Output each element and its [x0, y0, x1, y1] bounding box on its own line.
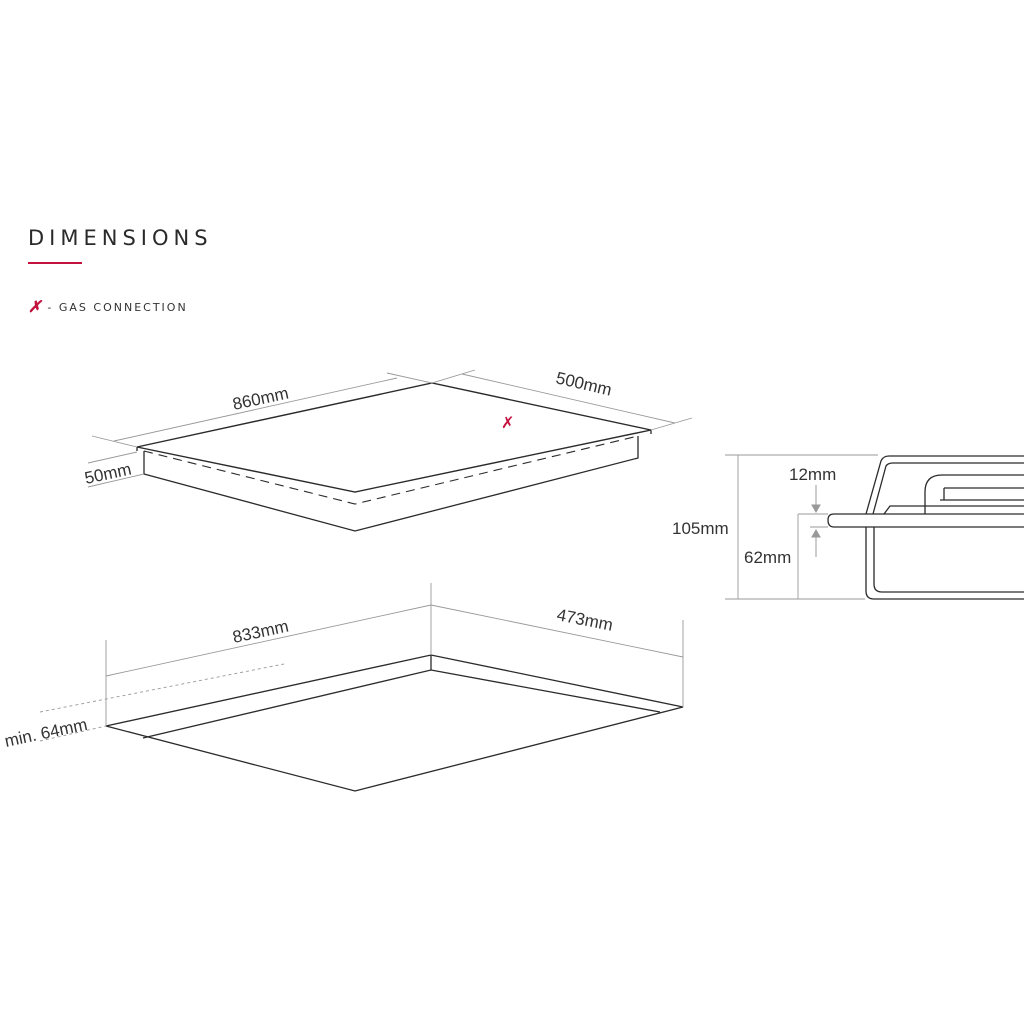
guide-860-ext-right [386, 372, 433, 384]
side-below-height-label: 62mm [744, 548, 791, 567]
guide-473 [430, 604, 684, 658]
guide-860 [113, 377, 398, 442]
guide-min64-top [39, 663, 285, 713]
burner-ring [940, 487, 1024, 501]
hob-drawing [136, 382, 652, 532]
guide-500-ext-right [650, 417, 693, 431]
pan-support [865, 455, 1024, 515]
cutout-depth-label: 473mm [555, 605, 614, 634]
gas-connection-icon: ✗ [28, 299, 42, 316]
hob-thickness-label: 50mm [83, 460, 133, 488]
hob-width-label: 860mm [231, 384, 290, 414]
cutout-top-face [105, 654, 684, 792]
guide-500 [461, 373, 676, 424]
hob-body-profile [865, 527, 1024, 600]
title-underline [28, 262, 82, 264]
cutout-min-depth-label: min. 64mm [3, 715, 89, 751]
guide-50-bottom [87, 473, 145, 488]
side-top-height-label: 12mm [789, 465, 836, 484]
hob-depth-label: 500mm [554, 368, 614, 399]
page-title: DIMENSIONS [28, 226, 213, 250]
side-view-arrows [811, 485, 821, 557]
guide-500-ext-left [431, 369, 476, 384]
hob-body-inner [873, 527, 1024, 593]
legend-label: - GAS CONNECTION [47, 300, 188, 314]
side-view-profile [827, 455, 1024, 600]
hob-guides [87, 369, 693, 488]
arrow-up-icon [811, 528, 821, 538]
guide-50-top [87, 451, 138, 464]
gas-connection-mark: ✗ [501, 413, 514, 432]
guide-min64-bottom [39, 725, 107, 742]
guide-860-ext-left [91, 435, 138, 448]
cutout-guides [39, 583, 684, 742]
burner-cap [924, 474, 1024, 514]
hob-body [143, 436, 639, 532]
worktop-slab [827, 513, 1024, 528]
arrow-down-icon [811, 504, 821, 514]
cutout-drawing [105, 654, 684, 792]
burner-base [883, 505, 1024, 515]
hob-hidden-edge [143, 435, 639, 505]
side-total-height-label: 105mm [672, 519, 729, 538]
cutout-inner-edge [142, 669, 661, 739]
legend: ✗ - GAS CONNECTION [28, 297, 188, 317]
pan-support-inner [872, 462, 1024, 515]
side-view-guides [725, 454, 878, 600]
guide-833 [105, 604, 432, 677]
